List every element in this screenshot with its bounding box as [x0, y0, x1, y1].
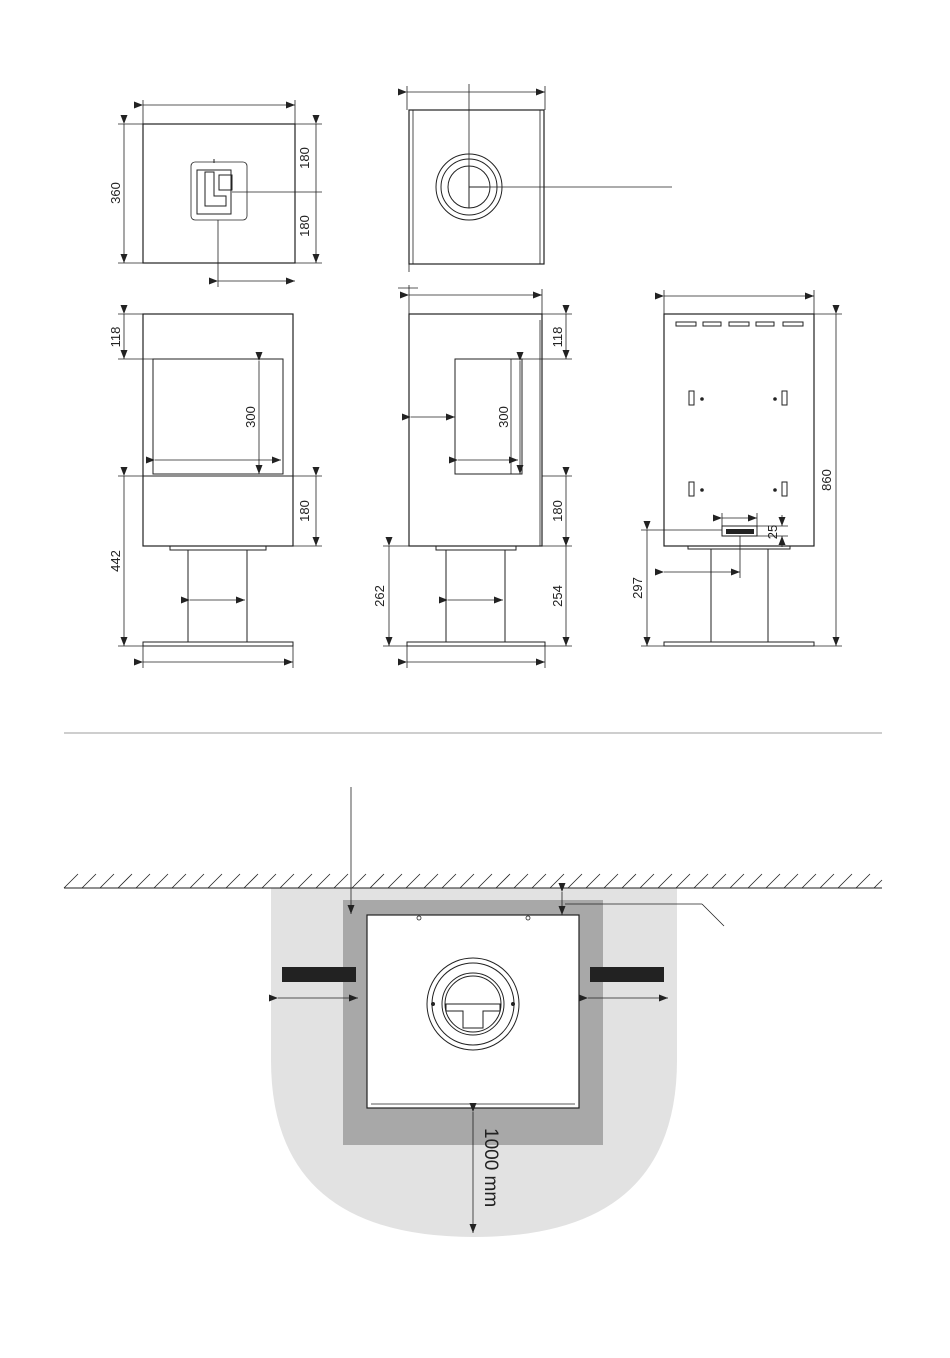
dim-back-total-height: 860	[819, 469, 834, 491]
front-view: 118 300 180 442	[108, 314, 322, 668]
dim-front-top: 118	[108, 327, 123, 348]
dim-side-pedestal-right: 254	[550, 585, 565, 607]
wall-hatch	[64, 874, 882, 888]
dim-top-depth: 360	[108, 182, 123, 204]
dim-top-half-b: 180	[297, 215, 312, 237]
front-clearance-label: 1000 mm	[480, 1128, 501, 1207]
side-view: 118 300 180 262 254	[372, 285, 572, 668]
dim-side-lower: 180	[550, 500, 565, 522]
clearance-plan: 1000 mm	[64, 787, 882, 1237]
dim-side-door-height: 300	[496, 406, 511, 428]
dim-side-top: 118	[550, 327, 565, 348]
dim-front-lower: 180	[297, 500, 312, 522]
top-view: 360 180 180	[108, 100, 322, 287]
dim-front-pedestal: 442	[108, 550, 123, 572]
dim-front-door-height: 300	[243, 406, 258, 428]
dim-top-half-a: 180	[297, 147, 312, 169]
top-view-flue	[407, 84, 672, 272]
dim-side-pedestal-left: 262	[372, 585, 387, 607]
side-clearance-bar-right	[590, 967, 664, 982]
dim-back-outlet-offset: 25	[765, 525, 780, 539]
back-view: 860 25 297	[630, 290, 842, 646]
side-clearance-bar-left	[282, 967, 356, 982]
dim-back-outlet-height: 297	[630, 577, 645, 599]
